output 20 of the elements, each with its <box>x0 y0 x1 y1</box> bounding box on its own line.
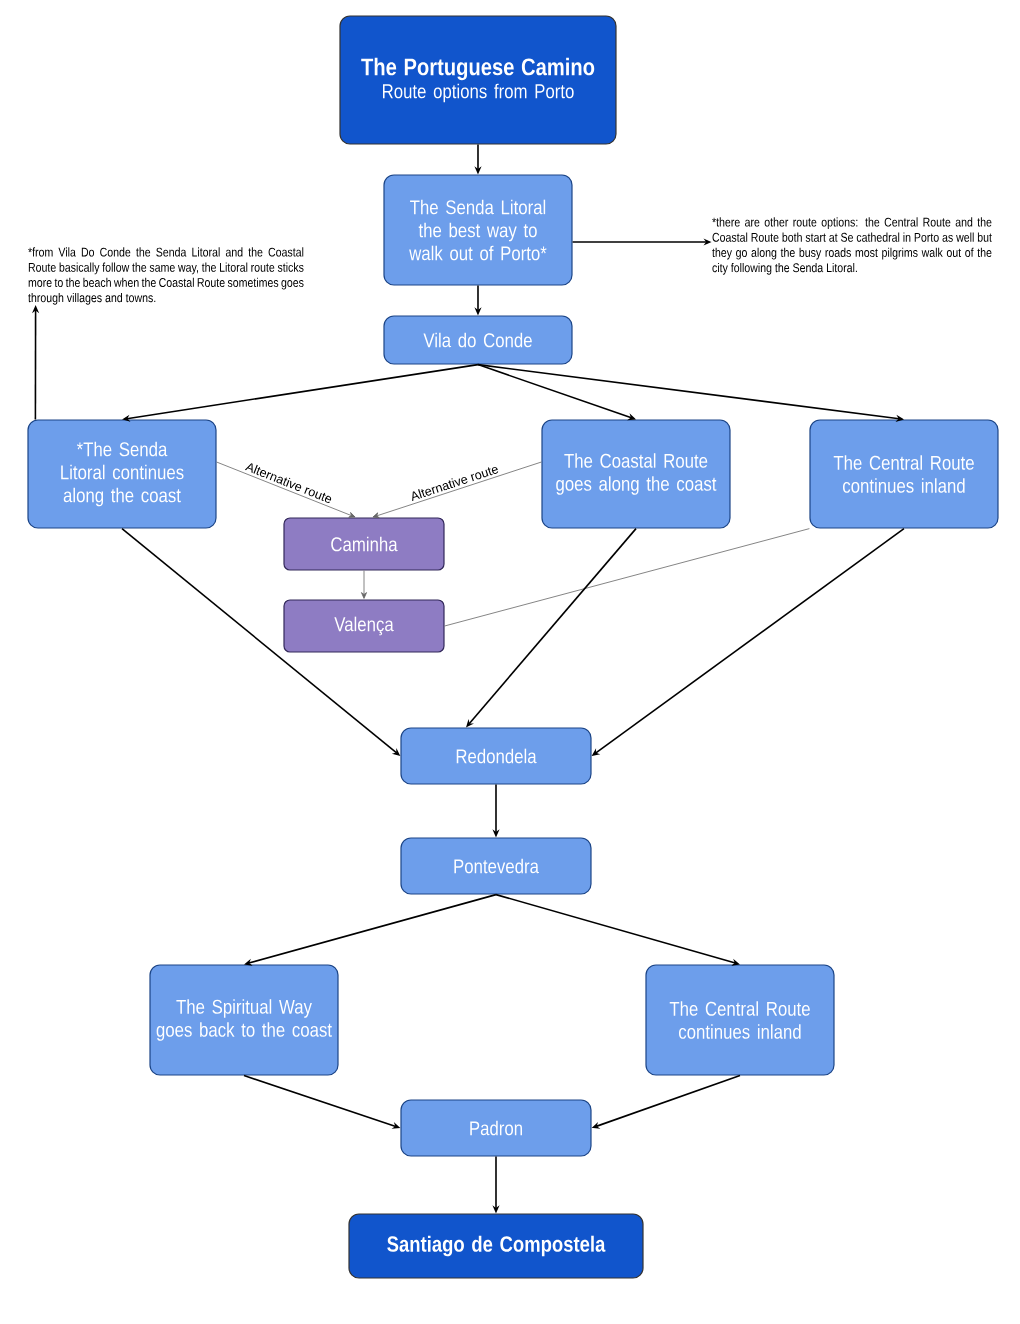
route-box: The Central Route continues inland <box>809 419 999 529</box>
route-box: The Central Route continues inland <box>645 964 835 1076</box>
route-box: The Senda Litoral the best way to walk out of Porto* <box>383 174 573 286</box>
arrow <box>244 893 497 966</box>
route-box: The Spiritual Way goes back to the coast <box>149 964 339 1076</box>
connector-line <box>444 528 810 627</box>
town-box: Caminha <box>283 517 445 571</box>
route-box: Padron <box>400 1099 592 1157</box>
arrow <box>361 570 367 599</box>
town-box: Valença <box>283 599 445 653</box>
route-box: Pontevedra <box>400 837 592 895</box>
heading-box: The Portuguese Camino Route options from Porto <box>339 15 617 145</box>
route-box: *The Senda Litoral continues along the coast <box>27 419 217 529</box>
arrow <box>216 461 356 518</box>
arrow <box>372 461 542 519</box>
heading-box: Santiago de Compostela <box>348 1213 644 1279</box>
arrow <box>495 893 740 966</box>
route-box: Redondela <box>400 727 592 785</box>
route-box: The Coastal Route goes along the coast <box>541 419 731 529</box>
route-box: Vila do Conde <box>383 315 573 365</box>
